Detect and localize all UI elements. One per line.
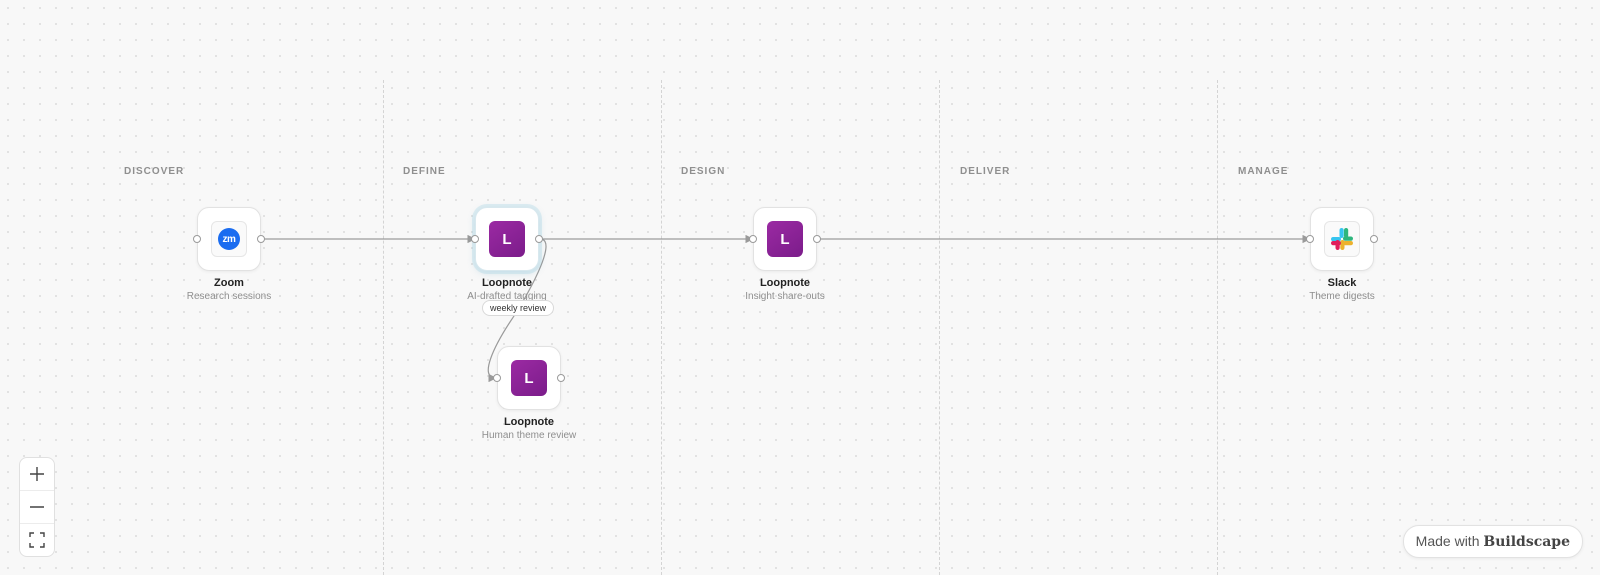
node-title: Slack — [1327, 277, 1357, 289]
stage-divider — [1217, 80, 1218, 575]
node-subtitle: Insight share-outs — [745, 291, 825, 302]
output-handle[interactable] — [257, 235, 265, 243]
slack-icon — [1324, 221, 1360, 257]
loopnote-icon: L — [511, 360, 547, 396]
badge-prefix: Made with — [1415, 533, 1480, 549]
edge-label-weekly-review[interactable]: weekly review — [482, 300, 555, 316]
node-subtitle: AI-drafted tagging — [467, 291, 547, 302]
zoom-controls — [19, 457, 55, 557]
input-handle[interactable] — [749, 235, 757, 243]
badge-brand: Buildscape — [1483, 534, 1570, 550]
loopnote-icon: L — [489, 221, 525, 257]
node-title: Zoom — [214, 277, 244, 289]
fit-view-icon — [29, 532, 45, 548]
stage-label-manage: MANAGE — [1238, 166, 1289, 177]
stage-divider — [383, 80, 384, 575]
input-handle[interactable] — [493, 374, 501, 382]
minus-icon — [30, 506, 44, 508]
stage-divider — [939, 80, 940, 575]
input-handle[interactable] — [193, 235, 201, 243]
node-title: Loopnote — [759, 277, 811, 289]
input-handle[interactable] — [1306, 235, 1314, 243]
node-loopnote-define[interactable]: L — [471, 207, 543, 271]
fit-view-button[interactable] — [20, 524, 54, 556]
stage-label-design: DESIGN — [681, 166, 726, 177]
stage-label-deliver: DELIVER — [960, 166, 1011, 177]
output-handle[interactable] — [1370, 235, 1378, 243]
output-handle[interactable] — [535, 235, 543, 243]
input-handle[interactable] — [471, 235, 479, 243]
loopnote-icon: L — [767, 221, 803, 257]
stage-divider — [661, 80, 662, 575]
node-title: Loopnote — [503, 416, 555, 428]
node-subtitle: Human theme review — [481, 430, 577, 441]
zoom-icon: zm — [211, 221, 247, 257]
node-loopnote-design[interactable]: L — [749, 207, 821, 271]
made-with-badge[interactable]: Made with Buildscape — [1402, 525, 1583, 558]
plus-icon — [30, 467, 44, 481]
zoom-in-button[interactable] — [20, 458, 54, 491]
zoom-out-button[interactable] — [20, 491, 54, 524]
node-subtitle: Theme digests — [1309, 291, 1375, 302]
node-slack[interactable] — [1306, 207, 1378, 271]
output-handle[interactable] — [813, 235, 821, 243]
node-subtitle: Research sessions — [186, 291, 272, 302]
stage-label-discover: DISCOVER — [124, 166, 185, 177]
node-loopnote-review[interactable]: L — [493, 346, 565, 410]
node-zoom[interactable]: zm — [193, 207, 265, 271]
stage-label-define: DEFINE — [403, 166, 446, 177]
node-title: Loopnote — [481, 277, 533, 289]
output-handle[interactable] — [557, 374, 565, 382]
